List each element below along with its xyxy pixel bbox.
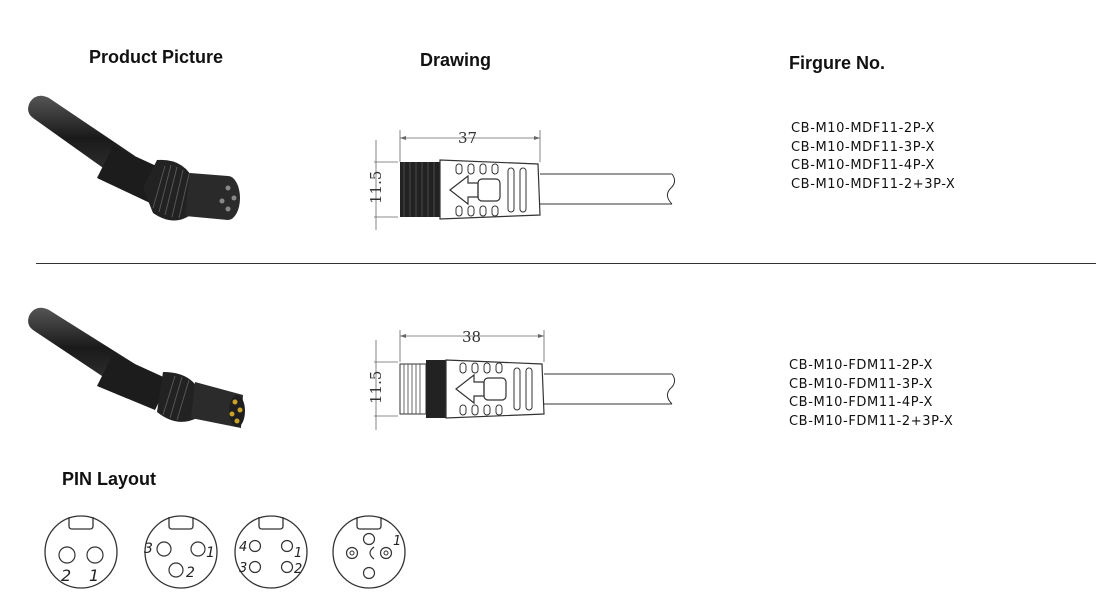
product-picture-header: Product Picture [89,47,224,67]
female-connector-image [28,95,240,221]
pin-layout-2-3p: 1 [332,515,406,589]
male-length-dim: 38 [462,328,481,346]
pin-label: 1 [206,545,215,561]
pin-label: 3 [144,541,153,557]
male-drawing: 38 11.5 [367,328,676,430]
pin-layout-header: PIN Layout [62,469,157,489]
female-drawing: 37 11.5 [367,129,676,230]
pin-label: 1 [89,566,99,585]
pin-label: 1 [393,534,401,549]
part-number: CB-M10-MDF11-2+3P-X [791,176,956,192]
part-number: CB-M10-MDF11-2P-X [791,121,936,136]
male-diameter-dim: 11.5 [367,371,385,404]
pin-label: 3 [239,561,247,576]
part-number: CB-M10-FDM11-2P-X [789,358,934,373]
female-part-list: CB-M10-MDF11-2P-X CB-M10-MDF11-3P-X CB-M… [791,120,955,194]
section-divider [36,263,1096,264]
part-number: CB-M10-MDF11-3P-X [791,139,936,155]
pin-label: 2 [61,566,71,585]
drawing-header: Drawing [420,50,492,70]
pin-label: 2 [294,562,302,577]
female-diameter-dim: 11.5 [367,171,385,204]
male-part-list: CB-M10-FDM11-2P-X CB-M10-FDM11-3P-X CB-M… [789,357,953,431]
pin-layout-3p: 3 1 2 [144,515,218,589]
part-number: CB-M10-MDF11-4P-X [791,158,936,173]
female-length-dim: 37 [458,129,477,147]
pin-label: 1 [294,546,302,561]
part-number: CB-M10-FDM11-3P-X [789,376,934,392]
figure-no-header: Firgure No. [789,53,886,73]
part-number: CB-M10-FDM11-2+3P-X [789,413,954,429]
pin-label: 4 [239,540,247,555]
male-connector-image [28,307,245,428]
pin-label: 2 [186,565,195,581]
part-number: CB-M10-FDM11-4P-X [789,395,934,410]
pin-layout-2p: 2 1 [44,515,118,589]
pin-layout-4p: 4 1 3 2 [234,515,308,589]
